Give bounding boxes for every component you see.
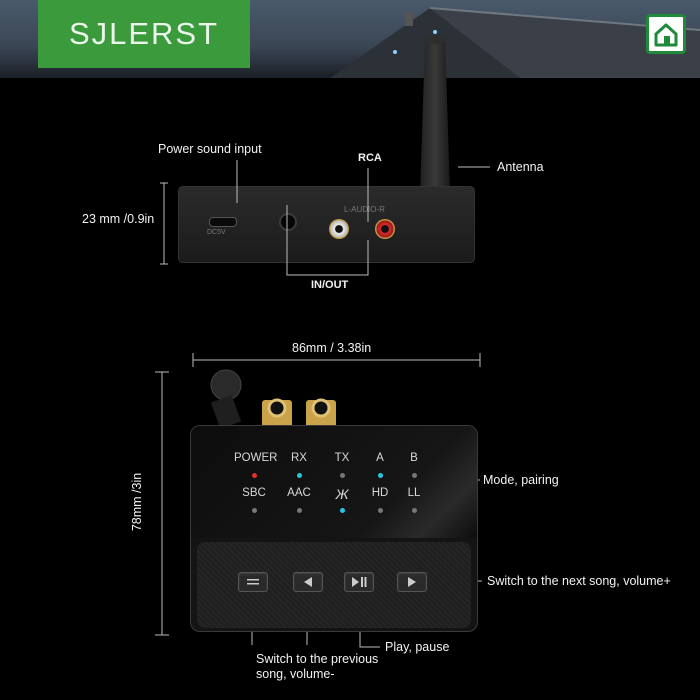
- led-a: [378, 473, 383, 478]
- indicator-aptx: Ж: [335, 486, 349, 502]
- next-button[interactable]: [397, 572, 427, 592]
- next-icon: [408, 577, 416, 587]
- rca-white-port: [329, 219, 349, 239]
- width-label: 86mm / 3.38in: [292, 341, 372, 355]
- play-label: Play, pause: [385, 640, 450, 654]
- led-rx: [297, 473, 302, 478]
- led-ll: [412, 508, 417, 513]
- brand-text: SJLERST: [68, 16, 220, 51]
- power-input-label: Power sound input: [158, 142, 262, 156]
- rca-red-port: [375, 219, 395, 239]
- prev-button[interactable]: [293, 572, 323, 592]
- in-out-label: IN/OUT: [311, 279, 349, 291]
- mode-label: Mode, pairing: [483, 473, 559, 487]
- indicator-b: B: [410, 452, 418, 464]
- indicator-rx: RX: [291, 452, 307, 464]
- led-power: [252, 473, 257, 478]
- indicator-hd: HD: [371, 487, 389, 499]
- play-pause-icon: [352, 577, 367, 587]
- mode-button[interactable]: [238, 572, 268, 592]
- play-pause-button[interactable]: [344, 572, 374, 592]
- next-label: Switch to the next song, volume+: [487, 574, 671, 588]
- top-device: DC5V L-AUDIO-R: [178, 186, 475, 263]
- indicator-tx: TX: [334, 452, 350, 464]
- led-aptx: [340, 508, 345, 513]
- home-icon: [654, 23, 678, 47]
- antenna-label: Antenna: [497, 160, 544, 174]
- home-button[interactable]: [646, 14, 686, 54]
- brand-banner: SJLERST: [38, 0, 250, 68]
- usb-c-port: [209, 217, 237, 227]
- dc-marking: DC5V: [207, 229, 226, 236]
- indicator-ll: LL: [407, 487, 421, 499]
- rca-label: RCA: [358, 152, 382, 164]
- indicator-a: A: [376, 452, 384, 464]
- indicator-sbc: SBC: [242, 487, 266, 499]
- prev-icon: [304, 577, 312, 587]
- indicator-aac: AAC: [287, 487, 311, 499]
- led-hd: [378, 508, 383, 513]
- glass-panel: [191, 426, 477, 538]
- led-sbc: [252, 508, 257, 513]
- equals-icon: [247, 579, 259, 585]
- front-device: [190, 425, 478, 632]
- led-aac: [297, 508, 302, 513]
- prev-label-line2: song, volume-: [256, 667, 335, 681]
- prev-label-line1: Switch to the previous: [256, 652, 379, 666]
- port-marking: L-AUDIO-R: [344, 205, 385, 214]
- height-label: 23 mm /0.9in: [82, 212, 155, 226]
- audio-jack: [279, 213, 297, 231]
- led-tx: [340, 473, 345, 478]
- indicator-power: POWER: [234, 452, 278, 464]
- led-b: [412, 473, 417, 478]
